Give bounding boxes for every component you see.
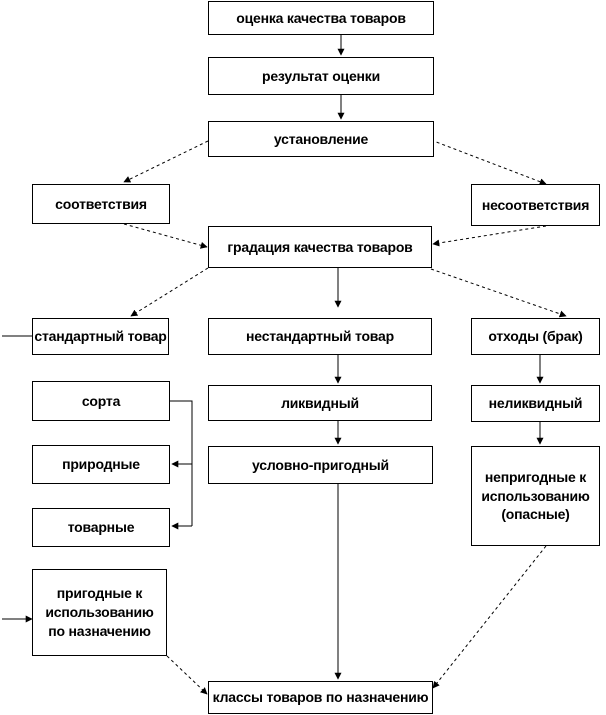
node-quality-gradation: градация качества товаров: [208, 226, 432, 268]
node-assessment-result: результат оценки: [208, 57, 434, 95]
node-standard-goods: стандартный товар: [32, 318, 169, 355]
bracket-grades: [170, 400, 193, 526]
node-fit-for-purpose: пригодные к использованию по назначению: [32, 569, 167, 656]
node-commercial: товарные: [32, 508, 170, 547]
arrow-establishment-to-conformity: [123, 140, 209, 183]
node-nonstandard-goods: нестандартный товар: [208, 318, 432, 355]
node-waste: отходы (брак): [471, 318, 600, 355]
arrow-establishment-to-nonconformity: [430, 139, 547, 186]
node-conformity: соответствия: [32, 184, 170, 224]
node-conditionally-fit: условно-пригодный: [208, 446, 433, 484]
node-unfit: непригодные к использованию (опасные): [471, 446, 600, 546]
arrow-fit-to-classes: [166, 655, 208, 695]
node-classes-by-purpose: классы товаров по назначению: [208, 681, 433, 714]
node-establishment: установление: [208, 121, 434, 157]
arrow-conformity-to-gradation: [123, 223, 208, 249]
node-natural: природные: [32, 445, 170, 484]
node-nonconformity: несоответствия: [471, 184, 600, 226]
node-grades: сорта: [32, 381, 170, 421]
arrow-unfit-to-classes: [432, 545, 547, 689]
node-liquid: ликвидный: [208, 385, 432, 421]
node-quality-assessment: оценка качества товаров: [208, 1, 434, 35]
arrow-nonconformity-to-gradation: [432, 225, 547, 247]
node-illiquid: неликвидный: [471, 385, 600, 422]
arrow-gradation-to-waste: [430, 268, 567, 318]
arrow-gradation-to-standard: [130, 267, 209, 317]
